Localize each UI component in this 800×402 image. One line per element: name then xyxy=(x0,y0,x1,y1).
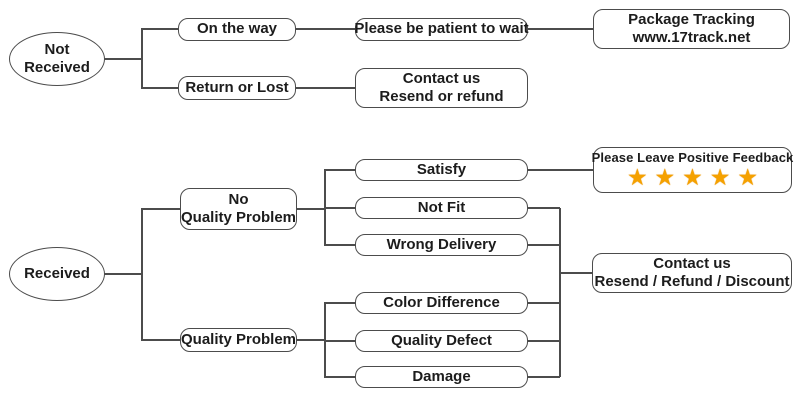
node-positive-feedback: Please Leave Positive Feedback ★★★★★ xyxy=(591,147,794,193)
node-not-fit: Not Fit xyxy=(355,197,528,219)
node-no-quality-problem: No Quality Problem xyxy=(180,188,297,230)
five-stars-icon: ★★★★★ xyxy=(626,164,766,191)
node-be-patient: Please be patient to wait xyxy=(354,18,529,41)
node-contact-resend-refund-line1: Contact us xyxy=(402,69,481,87)
node-package-tracking: Package Tracking www.17track.net xyxy=(593,9,790,49)
node-satisfy: Satisfy xyxy=(355,159,528,181)
node-not-fit-label: Not Fit xyxy=(417,198,466,216)
node-contact-discount-line1: Contact us xyxy=(653,254,731,272)
node-color-difference: Color Difference xyxy=(355,292,528,314)
node-no-quality-problem-line2: Quality Problem xyxy=(180,209,297,226)
node-package-tracking-url: www.17track.net xyxy=(632,29,751,46)
node-color-difference-label: Color Difference xyxy=(383,293,500,311)
node-on-the-way-label: On the way xyxy=(196,20,278,38)
node-no-quality-problem-line1: No xyxy=(228,190,249,208)
node-quality-problem-label: Quality Problem xyxy=(180,330,297,348)
node-damage: Damage xyxy=(355,366,528,388)
node-not-received: Not Received xyxy=(9,32,105,86)
node-quality-defect: Quality Defect xyxy=(355,330,528,352)
node-package-tracking-line1: Package Tracking xyxy=(628,10,755,28)
node-wrong-delivery-label: Wrong Delivery xyxy=(386,235,497,253)
node-not-received-line2: Received xyxy=(24,59,90,76)
node-contact-discount-line2: Resend / Refund / Discount xyxy=(594,273,790,290)
node-wrong-delivery: Wrong Delivery xyxy=(355,234,528,256)
node-received: Received xyxy=(9,247,105,301)
node-contact-resend-refund-line2: Resend or refund xyxy=(379,88,504,105)
node-contact-resend-refund: Contact us Resend or refund xyxy=(355,68,528,108)
node-return-or-lost-label: Return or Lost xyxy=(185,78,289,96)
node-quality-defect-label: Quality Defect xyxy=(391,331,492,349)
node-received-label: Received xyxy=(24,264,90,282)
node-damage-label: Damage xyxy=(412,367,471,385)
node-on-the-way: On the way xyxy=(178,18,296,41)
node-positive-feedback-label: Please Leave Positive Feedback xyxy=(591,150,794,166)
node-not-received-line1: Not xyxy=(44,40,70,58)
node-satisfy-label: Satisfy xyxy=(416,160,467,178)
node-contact-resend-refund-discount: Contact us Resend / Refund / Discount xyxy=(592,253,792,293)
node-be-patient-label: Please be patient to wait xyxy=(354,20,529,38)
node-return-or-lost: Return or Lost xyxy=(178,76,296,100)
node-quality-problem: Quality Problem xyxy=(180,328,297,352)
